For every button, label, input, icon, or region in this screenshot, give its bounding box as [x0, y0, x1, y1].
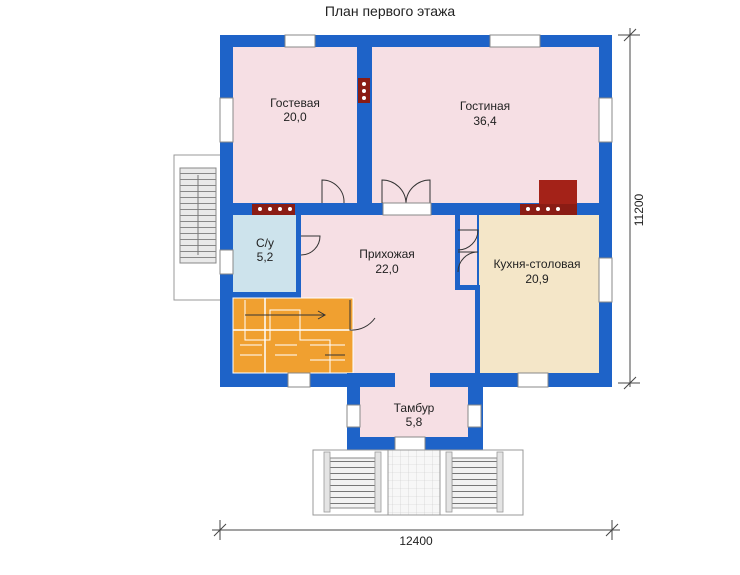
room-hall-area: 22,0	[375, 262, 399, 276]
width-dimension: 12400	[399, 534, 433, 548]
windows	[219, 34, 613, 388]
room-living-name: Гостиная	[460, 99, 510, 113]
room-living-area: 36,4	[473, 114, 497, 128]
room-guest-area: 20,0	[283, 110, 307, 124]
room-kitchen-area: 20,9	[525, 272, 549, 286]
width-dimension-line	[212, 520, 620, 540]
room-living	[372, 47, 599, 203]
room-kitchen	[479, 215, 599, 373]
room-wc	[233, 215, 298, 293]
room-wc-name: С/у	[256, 236, 274, 250]
internal-stairs	[232, 297, 354, 374]
room-guest-name: Гостевая	[270, 96, 320, 110]
vestibule	[346, 373, 483, 451]
fireplace	[252, 78, 577, 215]
plan-title: План первого этажа	[325, 3, 456, 19]
room-kitchen-name: Кухня-столовая	[493, 257, 580, 271]
wall-kitchen	[475, 285, 480, 373]
room-vestibule-name: Тамбур	[394, 401, 435, 415]
left-external-stairs	[173, 154, 223, 301]
height-dimension-line	[618, 28, 640, 390]
room-vestibule-area: 5,8	[406, 415, 423, 429]
room-guest	[233, 47, 357, 203]
wall-guest-living	[357, 47, 372, 203]
room-hall-name: Прихожая	[359, 247, 415, 261]
room-wc-area: 5,2	[257, 250, 274, 264]
front-porch	[312, 449, 524, 516]
height-dimension: 11200	[632, 193, 646, 226]
